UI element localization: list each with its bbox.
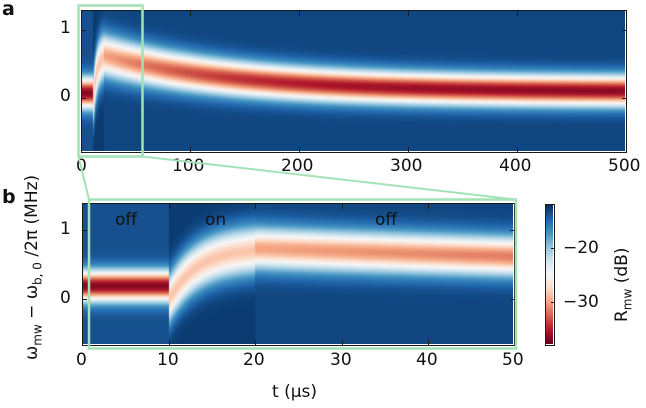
x-tick-b-10: 10: [157, 350, 179, 370]
x-tick-a-400: 400: [499, 156, 532, 176]
heatmap-a-canvas: [82, 11, 625, 151]
x-tick-a-300: 300: [390, 156, 423, 176]
x-tick-b-30: 30: [330, 350, 352, 370]
panel-label-b: b: [2, 186, 16, 208]
annotation-on: on: [205, 210, 227, 230]
y-tick-a-1: 1: [60, 18, 71, 38]
heatmap-b-canvas: [83, 204, 513, 344]
y-tick-b-0: 0: [60, 288, 71, 308]
annotation-off-1: off: [115, 210, 138, 230]
colorbar-gradient: [546, 205, 553, 344]
x-tick-a-100: 100: [172, 156, 205, 176]
colorbar-label: Rmw (dB): [612, 247, 635, 322]
x-tick-a-500: 500: [608, 156, 641, 176]
y-tick-a-0: 0: [60, 86, 71, 106]
colorbar-tick-minus30: −30: [563, 292, 599, 312]
x-tick-a-0: 0: [76, 156, 87, 176]
x-tick-b-40: 40: [416, 350, 438, 370]
panel-label-a: a: [2, 0, 15, 20]
colorbar-tick-minus20: −20: [563, 238, 599, 258]
x-tick-b-20: 20: [243, 350, 265, 370]
x-tick-b-0: 0: [76, 350, 87, 370]
x-axis-label: t (µs): [272, 382, 318, 402]
heatmap-panel-b: off on off: [82, 203, 515, 346]
x-tick-b-50: 50: [502, 350, 524, 370]
y-axis-label: ωmw − ωb, 0 /2π (MHz): [22, 174, 45, 360]
colorbar: [545, 204, 555, 346]
x-tick-a-200: 200: [281, 156, 314, 176]
heatmap-panel-a: [81, 10, 627, 153]
annotation-off-2: off: [375, 210, 398, 230]
y-tick-b-1: 1: [60, 219, 71, 239]
